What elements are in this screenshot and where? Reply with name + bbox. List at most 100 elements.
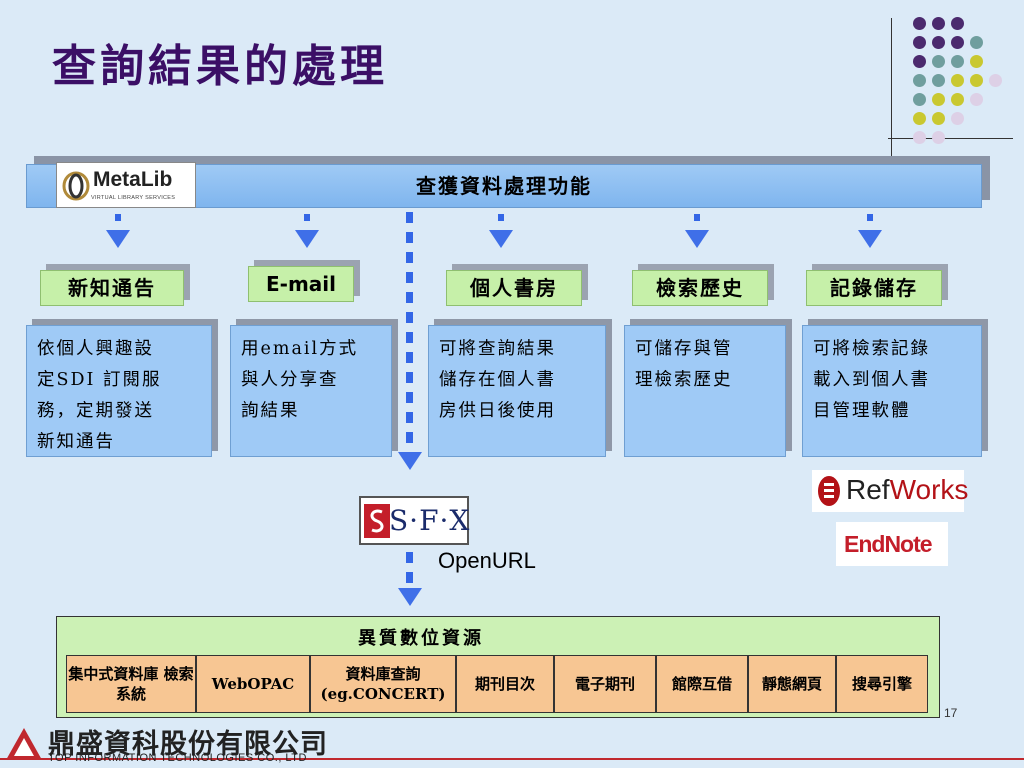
dash-segment <box>406 392 413 403</box>
down-arrow <box>295 230 319 248</box>
description-line: 房供日後使用 <box>439 401 556 421</box>
page-number: 17 <box>944 706 958 720</box>
dash-segment <box>406 552 413 563</box>
down-arrow <box>685 230 709 248</box>
dash-segment <box>406 272 413 283</box>
endnote-logo: EndNote <box>836 522 948 566</box>
source-cell-label: 館際互借 <box>671 675 732 693</box>
description-line: 載入到個人書 <box>813 370 930 390</box>
description-line: 與人分享查 <box>241 370 339 390</box>
metalib-name: MetaLib <box>93 168 173 191</box>
dash-segment <box>406 352 413 363</box>
down-arrow <box>106 230 130 248</box>
decorative-dot <box>913 93 926 106</box>
dash-segment <box>406 312 413 323</box>
source-cell-label: 搜尋引擎 <box>851 675 912 693</box>
decorative-dot <box>932 17 945 30</box>
dash-segment <box>406 292 413 303</box>
endnote-text: EndNote <box>844 531 933 557</box>
description-box: 可將查詢結果儲存在個人書房供日後使用 <box>428 325 606 457</box>
description-line: 新知通告 <box>37 432 115 452</box>
dash-segment <box>406 572 413 583</box>
openurl-label: OpenURL <box>438 548 536 573</box>
source-cell: 靜態網頁 <box>748 655 836 713</box>
refworks-ref: Ref <box>846 474 890 505</box>
decorative-dot <box>970 36 983 49</box>
source-cell-label: 期刊目次 <box>474 675 535 693</box>
company-logo-icon <box>6 728 42 760</box>
metalib-logo: MetaLib VIRTUAL LIBRARY SERVICES <box>56 162 196 208</box>
decorative-dot <box>913 36 926 49</box>
metalib-tagline: VIRTUAL LIBRARY SERVICES <box>91 195 176 201</box>
down-arrow <box>858 230 882 248</box>
decorative-dot <box>932 131 945 144</box>
source-cell-label: 集中式資料庫 檢索系統 <box>68 665 194 703</box>
decorative-dot <box>951 55 964 68</box>
decorative-dot <box>913 55 926 68</box>
decorative-dot <box>951 93 964 106</box>
decorative-dot <box>951 36 964 49</box>
description-line: 目管理軟體 <box>813 401 911 421</box>
decorative-dot <box>951 112 964 125</box>
dash-segment <box>406 252 413 263</box>
decorative-dot <box>932 74 945 87</box>
down-arrow <box>489 230 513 248</box>
source-cell: 期刊目次 <box>456 655 554 713</box>
source-cell-label: 資料庫查詢 (eg.CONCERT) <box>320 665 446 703</box>
refworks-logo: RefWorks <box>812 470 968 512</box>
source-cell: 資料庫查詢 (eg.CONCERT) <box>310 655 456 713</box>
connector-stub <box>694 214 700 221</box>
description-line: 定SDI 訂閱服 <box>37 370 162 390</box>
source-cell-label: 靜態網頁 <box>761 675 822 693</box>
source-cell: 集中式資料庫 檢索系統 <box>66 655 196 713</box>
page-title: 查詢結果的處理 <box>52 41 388 92</box>
header-label: 查獲資料處理功能 <box>416 174 592 198</box>
dash-segment <box>406 332 413 343</box>
sfx-logo: S·F·X <box>359 496 469 545</box>
arrow-to-sources <box>398 588 422 606</box>
decorative-dot <box>913 17 926 30</box>
decorative-dot <box>913 112 926 125</box>
decorative-dot <box>932 93 945 106</box>
metalib-ring-icon <box>62 171 90 201</box>
description-line: 可儲存與管 <box>635 339 733 359</box>
sources-title: 異質數位資源 <box>358 628 484 649</box>
connector-stub <box>867 214 873 221</box>
decorative-dot <box>913 131 926 144</box>
dash-segment <box>406 372 413 383</box>
function-label: E-mail <box>248 266 354 302</box>
company-name-en: TOP INFORMATION TECHNOLOGIES CO., LTD <box>48 752 307 764</box>
decorative-dot <box>913 74 926 87</box>
footer-line <box>0 758 1024 760</box>
decorative-dot <box>970 55 983 68</box>
description-line: 詢結果 <box>241 401 300 421</box>
sfx-s-icon <box>364 504 390 538</box>
decorative-dot <box>989 74 1002 87</box>
decorative-dot <box>951 17 964 30</box>
decorative-dot <box>932 112 945 125</box>
source-cell-label: WebOPAC <box>211 675 295 693</box>
description-line: 務，定期發送 <box>37 401 154 421</box>
divider-vertical <box>891 18 892 163</box>
description-line: 理檢索歷史 <box>635 370 733 390</box>
refworks-text: RefWorks <box>846 474 968 506</box>
function-label: 新知通告 <box>40 270 184 306</box>
description-box: 可將檢索記錄載入到個人書目管理軟體 <box>802 325 982 457</box>
source-cell-label: 電子期刊 <box>574 675 635 693</box>
description-line: 儲存在個人書 <box>439 370 556 390</box>
company-name-cn: 鼎盛資科股份有限公司 <box>48 729 328 760</box>
connector-stub <box>304 214 310 221</box>
function-label: 個人書房 <box>446 270 582 306</box>
description-box: 用email方式與人分享查詢結果 <box>230 325 392 457</box>
decorative-dot <box>932 55 945 68</box>
dash-segment <box>406 412 413 423</box>
source-cell: 館際互借 <box>656 655 748 713</box>
description-line: 可將查詢結果 <box>439 339 556 359</box>
dash-segment <box>406 432 413 443</box>
dash-segment <box>406 212 413 223</box>
description-box: 依個人興趣設定SDI 訂閱服務，定期發送新知通告 <box>26 325 212 457</box>
description-line: 可將檢索記錄 <box>813 339 930 359</box>
sfx-text: S·F·X <box>389 504 471 537</box>
arrow-to-sfx <box>398 452 422 470</box>
connector-stub <box>115 214 121 221</box>
